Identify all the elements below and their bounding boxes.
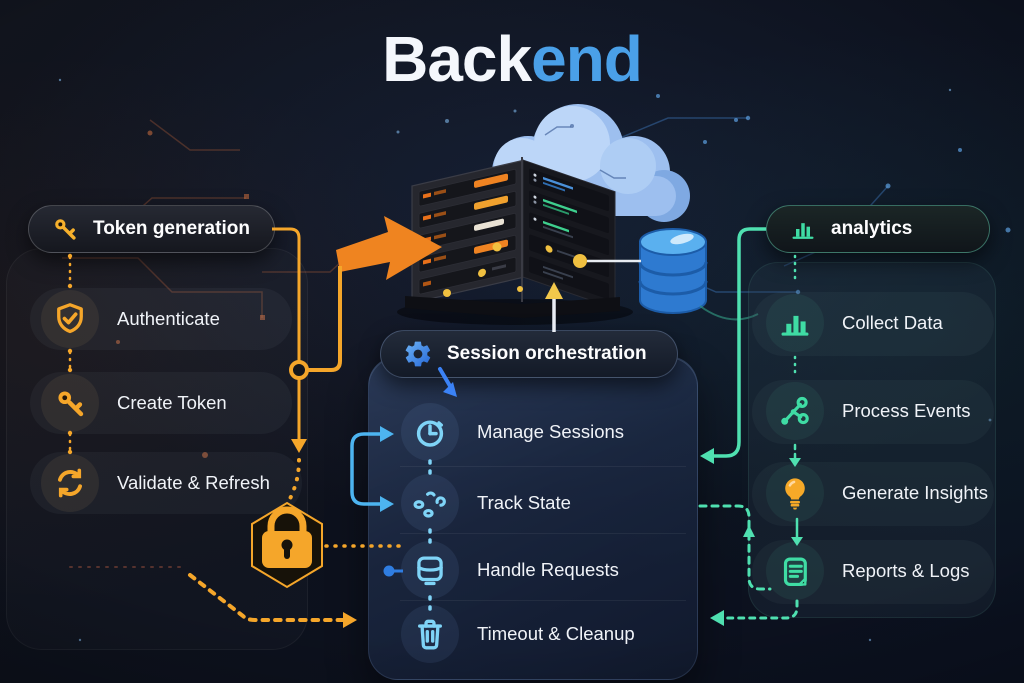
analytics-to-session-line: [713, 227, 766, 458]
down-arrowhead: [291, 439, 307, 453]
left-arrowhead: [700, 448, 714, 464]
teal-dashed-to-timeout: [721, 599, 799, 620]
right-arrowhead: [380, 496, 394, 512]
padlock-icon: [251, 501, 323, 589]
token-to-server-line: [307, 266, 342, 372]
up-arrowhead: [545, 282, 563, 299]
teal-dashed-loop: [698, 504, 772, 591]
down-arrowhead: [789, 458, 801, 467]
gear-arrow-line: [438, 367, 452, 388]
up-chevron: [743, 525, 755, 537]
token-flow-line: [272, 227, 301, 440]
dashed-bottom-path: [188, 573, 345, 622]
dotted-to-lock: [287, 458, 301, 503]
junction-node: [289, 360, 309, 380]
right-arrowhead: [380, 426, 394, 442]
down-arrowhead: [791, 537, 803, 546]
analytics-item-connectors: [793, 254, 799, 539]
blue-endpoint-dot: [383, 565, 395, 577]
left-arrowhead: [710, 610, 724, 626]
session-bracket-line: [350, 432, 383, 506]
right-arrowhead: [343, 612, 357, 628]
